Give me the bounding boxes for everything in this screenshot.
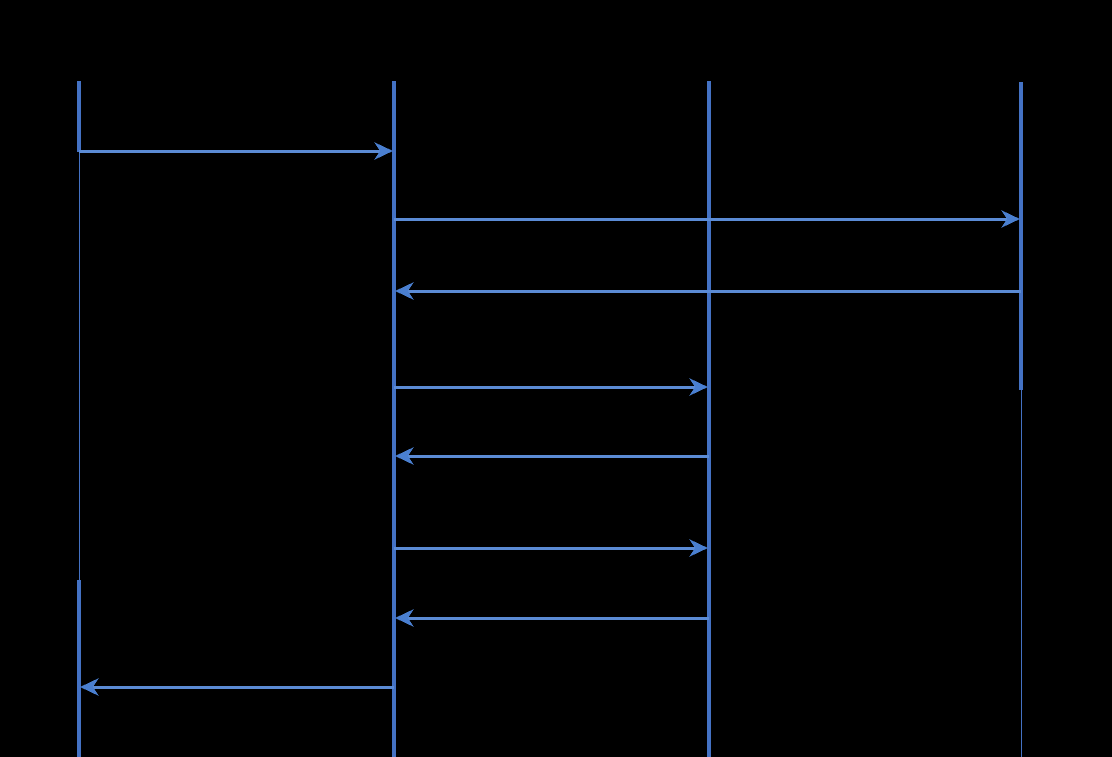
messages-group (79, 142, 1021, 696)
message-4[interactable] (394, 378, 708, 396)
activation-bar-p4-4[interactable] (1019, 82, 1023, 390)
activation-bar-p1-0[interactable] (77, 81, 81, 152)
activation-bar-p2-2[interactable] (392, 81, 396, 757)
message-2[interactable] (394, 210, 1020, 228)
message-1[interactable] (79, 142, 393, 160)
message-3[interactable] (395, 282, 1021, 300)
message-5[interactable] (395, 447, 709, 465)
message-arrowhead-7 (395, 609, 414, 627)
message-arrowhead-2 (1001, 210, 1020, 228)
message-arrowhead-4 (689, 378, 708, 396)
message-arrowhead-1 (374, 142, 393, 160)
message-8[interactable] (80, 678, 394, 696)
activation-bar-p3-3[interactable] (707, 81, 711, 757)
message-arrowhead-5 (395, 447, 414, 465)
message-arrowhead-3 (395, 282, 414, 300)
message-arrowhead-6 (689, 539, 708, 557)
activation-bars-group (77, 81, 1023, 757)
activation-bar-p1-1[interactable] (77, 580, 81, 757)
message-7[interactable] (395, 609, 709, 627)
message-arrowhead-8 (80, 678, 99, 696)
message-6[interactable] (394, 539, 708, 557)
